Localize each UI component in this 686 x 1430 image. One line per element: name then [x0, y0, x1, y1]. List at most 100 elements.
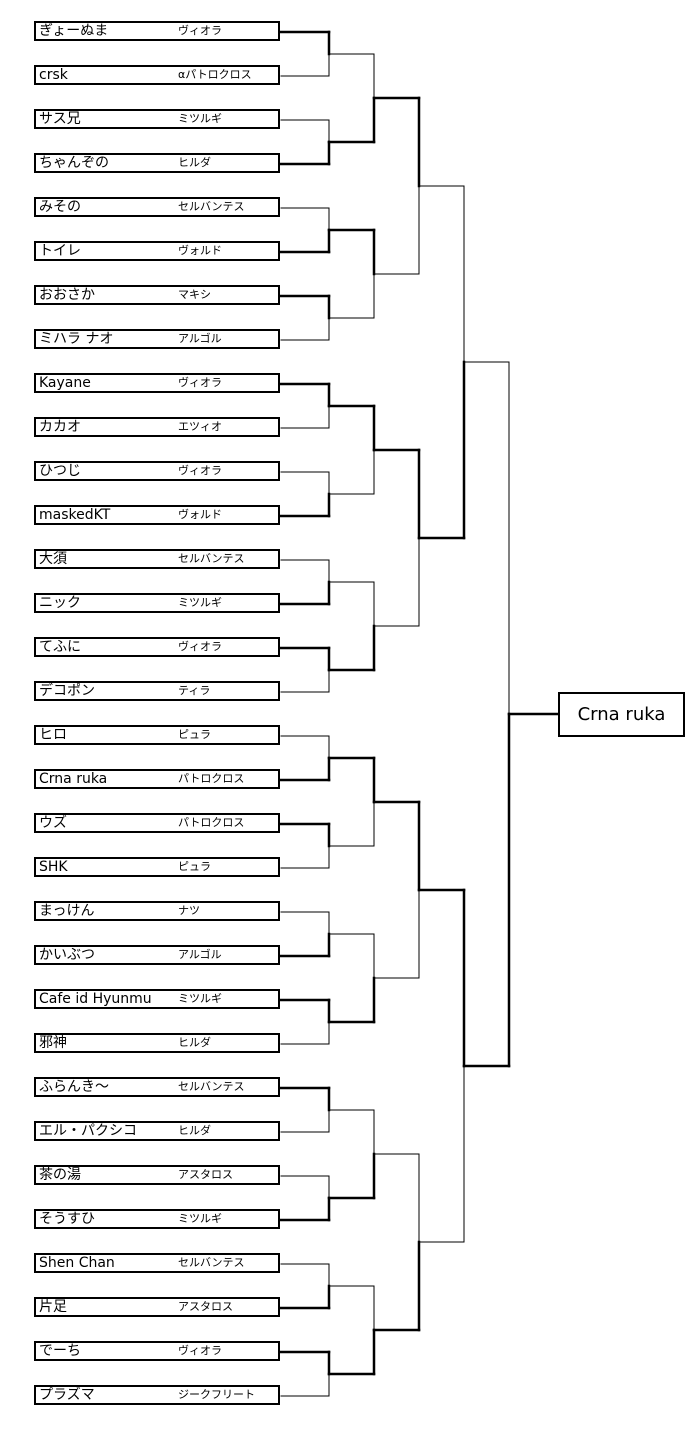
character-name: セルバンテス	[178, 200, 245, 213]
player-name: ミハラ ナオ	[39, 331, 114, 347]
entry-box: Crna ruka パトロクロス	[34, 769, 280, 789]
character-name: ミツルギ	[178, 992, 222, 1005]
player-name: デコポン	[39, 683, 95, 699]
character-name: ヴォルド	[178, 244, 222, 257]
entry-box: プラズマ ジークフリート	[34, 1385, 280, 1405]
entry-box: maskedKT ヴォルド	[34, 505, 280, 525]
player-name: 片足	[39, 1299, 67, 1315]
character-name: ヴィオラ	[178, 1344, 222, 1357]
character-name: アスタロス	[178, 1168, 233, 1181]
player-name: Cafe id Hyunmu	[39, 991, 152, 1007]
entry-box: Cafe id Hyunmu ミツルギ	[34, 989, 280, 1009]
character-name: エツィオ	[178, 420, 222, 433]
character-name: セルバンテス	[178, 1080, 245, 1093]
player-name: 大須	[39, 551, 67, 567]
character-name: ミツルギ	[178, 1212, 222, 1225]
character-name: ヒルダ	[178, 1036, 211, 1049]
player-name: かいぶつ	[39, 947, 95, 963]
entry-box: エル・パクシコ ヒルダ	[34, 1121, 280, 1141]
player-name: ちゃんぞの	[39, 155, 109, 171]
player-name: ふらんき～	[39, 1079, 109, 1095]
player-name: でーち	[39, 1343, 81, 1359]
player-name: エル・パクシコ	[39, 1123, 137, 1139]
entry-box: 片足 アスタロス	[34, 1297, 280, 1317]
character-name: アルゴル	[178, 332, 222, 345]
character-name: ヒルダ	[178, 1124, 211, 1137]
player-name: おおさか	[39, 287, 95, 303]
character-name: ヴォルド	[178, 508, 222, 521]
entry-box: SHK ピュラ	[34, 857, 280, 877]
character-name: セルバンテス	[178, 552, 245, 565]
player-name: そうすひ	[39, 1211, 95, 1227]
character-name: αパトロクロス	[178, 68, 252, 81]
entry-box: そうすひ ミツルギ	[34, 1209, 280, 1229]
character-name: ヴィオラ	[178, 376, 222, 389]
character-name: ミツルギ	[178, 112, 222, 125]
entry-box: カカオ エツィオ	[34, 417, 280, 437]
player-name: ウズ	[39, 815, 67, 831]
entry-box: 邪神 ヒルダ	[34, 1033, 280, 1053]
player-name: トイレ	[39, 243, 81, 259]
player-name: プラズマ	[39, 1387, 95, 1403]
entry-box: おおさか マキシ	[34, 285, 280, 305]
entry-box: みその セルバンテス	[34, 197, 280, 217]
entry-box: トイレ ヴォルド	[34, 241, 280, 261]
character-name: パトロクロス	[178, 772, 245, 785]
character-name: ヴィオラ	[178, 24, 222, 37]
entry-box: ヒロ ピュラ	[34, 725, 280, 745]
entry-box: ふらんき～ セルバンテス	[34, 1077, 280, 1097]
character-name: ヴィオラ	[178, 464, 222, 477]
player-name: maskedKT	[39, 507, 111, 523]
character-name: パトロクロス	[178, 816, 245, 829]
player-name: みその	[39, 199, 81, 215]
player-name: Shen Chan	[39, 1255, 115, 1271]
player-name: ヒロ	[39, 727, 67, 743]
entry-box: かいぶつ アルゴル	[34, 945, 280, 965]
player-name: crsk	[39, 67, 68, 83]
entry-box: まっけん ナツ	[34, 901, 280, 921]
entry-box: ウズ パトロクロス	[34, 813, 280, 833]
entry-box: てふに ヴィオラ	[34, 637, 280, 657]
character-name: ジークフリート	[178, 1388, 255, 1401]
character-name: ヒルダ	[178, 156, 211, 169]
entry-box: Kayane ヴィオラ	[34, 373, 280, 393]
entry-box: ちゃんぞの ヒルダ	[34, 153, 280, 173]
entry-box: デコポン ティラ	[34, 681, 280, 701]
entry-box: ぎょーぬま ヴィオラ	[34, 21, 280, 41]
player-name: ぎょーぬま	[39, 23, 109, 39]
champion-box: Crna ruka	[558, 692, 685, 737]
character-name: ピュラ	[178, 728, 211, 741]
player-name: カカオ	[39, 419, 81, 435]
entry-box: crsk αパトロクロス	[34, 65, 280, 85]
character-name: ピュラ	[178, 860, 211, 873]
entry-box: サス兄 ミツルギ	[34, 109, 280, 129]
player-name: 邪神	[39, 1035, 67, 1051]
entry-box: Shen Chan セルバンテス	[34, 1253, 280, 1273]
character-name: セルバンテス	[178, 1256, 245, 1269]
character-name: ティラ	[178, 684, 211, 697]
player-name: 茶の湯	[39, 1167, 81, 1183]
player-name: ひつじ	[39, 463, 81, 479]
entry-box: でーち ヴィオラ	[34, 1341, 280, 1361]
entry-box: ひつじ ヴィオラ	[34, 461, 280, 481]
player-name: Crna ruka	[39, 771, 108, 787]
character-name: ミツルギ	[178, 596, 222, 609]
entry-box: ミハラ ナオ アルゴル	[34, 329, 280, 349]
champion-name: Crna ruka	[577, 704, 666, 725]
character-name: アルゴル	[178, 948, 222, 961]
character-name: アスタロス	[178, 1300, 233, 1313]
player-name: サス兄	[39, 111, 81, 127]
character-name: ヴィオラ	[178, 640, 222, 653]
entry-box: 大須 セルバンテス	[34, 549, 280, 569]
player-name: Kayane	[39, 375, 91, 391]
character-name: マキシ	[178, 288, 211, 301]
player-name: てふに	[39, 639, 81, 655]
player-name: ニック	[39, 595, 81, 611]
entry-box: 茶の湯 アスタロス	[34, 1165, 280, 1185]
character-name: ナツ	[178, 904, 200, 917]
entry-box: ニック ミツルギ	[34, 593, 280, 613]
player-name: SHK	[39, 859, 68, 875]
player-name: まっけん	[39, 903, 95, 919]
